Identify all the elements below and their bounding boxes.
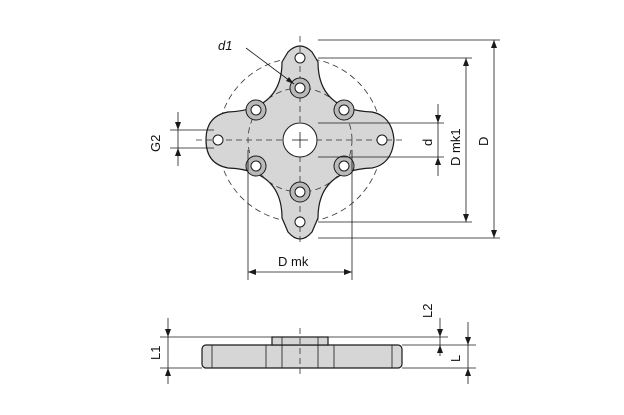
top-view: d1 G2 d D mk1 D D mk [148,36,500,280]
label-d1: d1 [218,38,232,53]
counterbore-hole [289,181,311,203]
label-g2: G2 [148,135,163,152]
lobe-hole [294,216,306,228]
side-view: L1 L2 L [148,304,476,384]
label-d-outer: D [476,137,491,146]
counterbore-hole [333,155,355,177]
counterbore-hole [245,99,267,121]
counterbore-hole [333,99,355,121]
label-l1: L1 [148,346,163,360]
counterbore-hole [245,155,267,177]
label-d-mk: D mk [278,254,309,269]
side-body [201,344,403,369]
label-l: L [448,355,463,362]
lobe-hole [376,134,388,146]
label-d: d [420,139,435,146]
lobe-hole [212,134,224,146]
counterbore-hole [289,77,311,99]
label-l2: L2 [420,304,435,318]
lobe-hole [294,52,306,64]
label-d-mk1: D mk1 [448,128,463,166]
